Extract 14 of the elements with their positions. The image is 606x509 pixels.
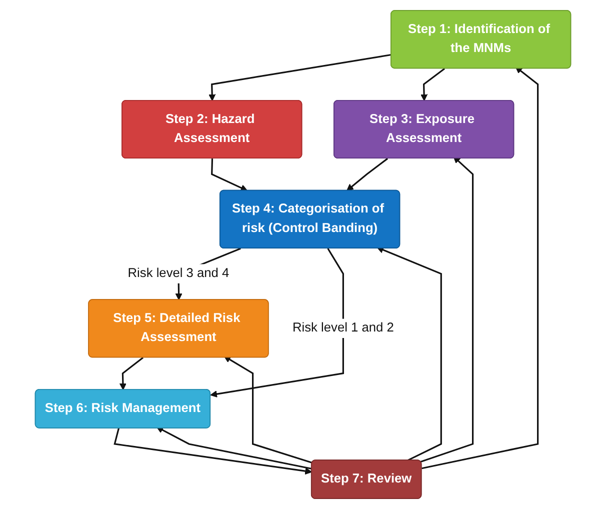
- arrow: [211, 158, 248, 192]
- arrow: [114, 428, 312, 475]
- arrow: [208, 54, 392, 102]
- edge-label: Risk level 3 and 4: [128, 266, 230, 280]
- arrow: [420, 156, 474, 463]
- arrow: [119, 357, 144, 390]
- arrow: [156, 426, 312, 470]
- edge-label: Risk level 1 and 2: [292, 321, 394, 335]
- arrow: [420, 68, 446, 102]
- arrow: [346, 158, 388, 191]
- arrow: [376, 246, 442, 462]
- arrow: [422, 66, 539, 470]
- arrow: [224, 356, 312, 464]
- arrow: [210, 248, 344, 398]
